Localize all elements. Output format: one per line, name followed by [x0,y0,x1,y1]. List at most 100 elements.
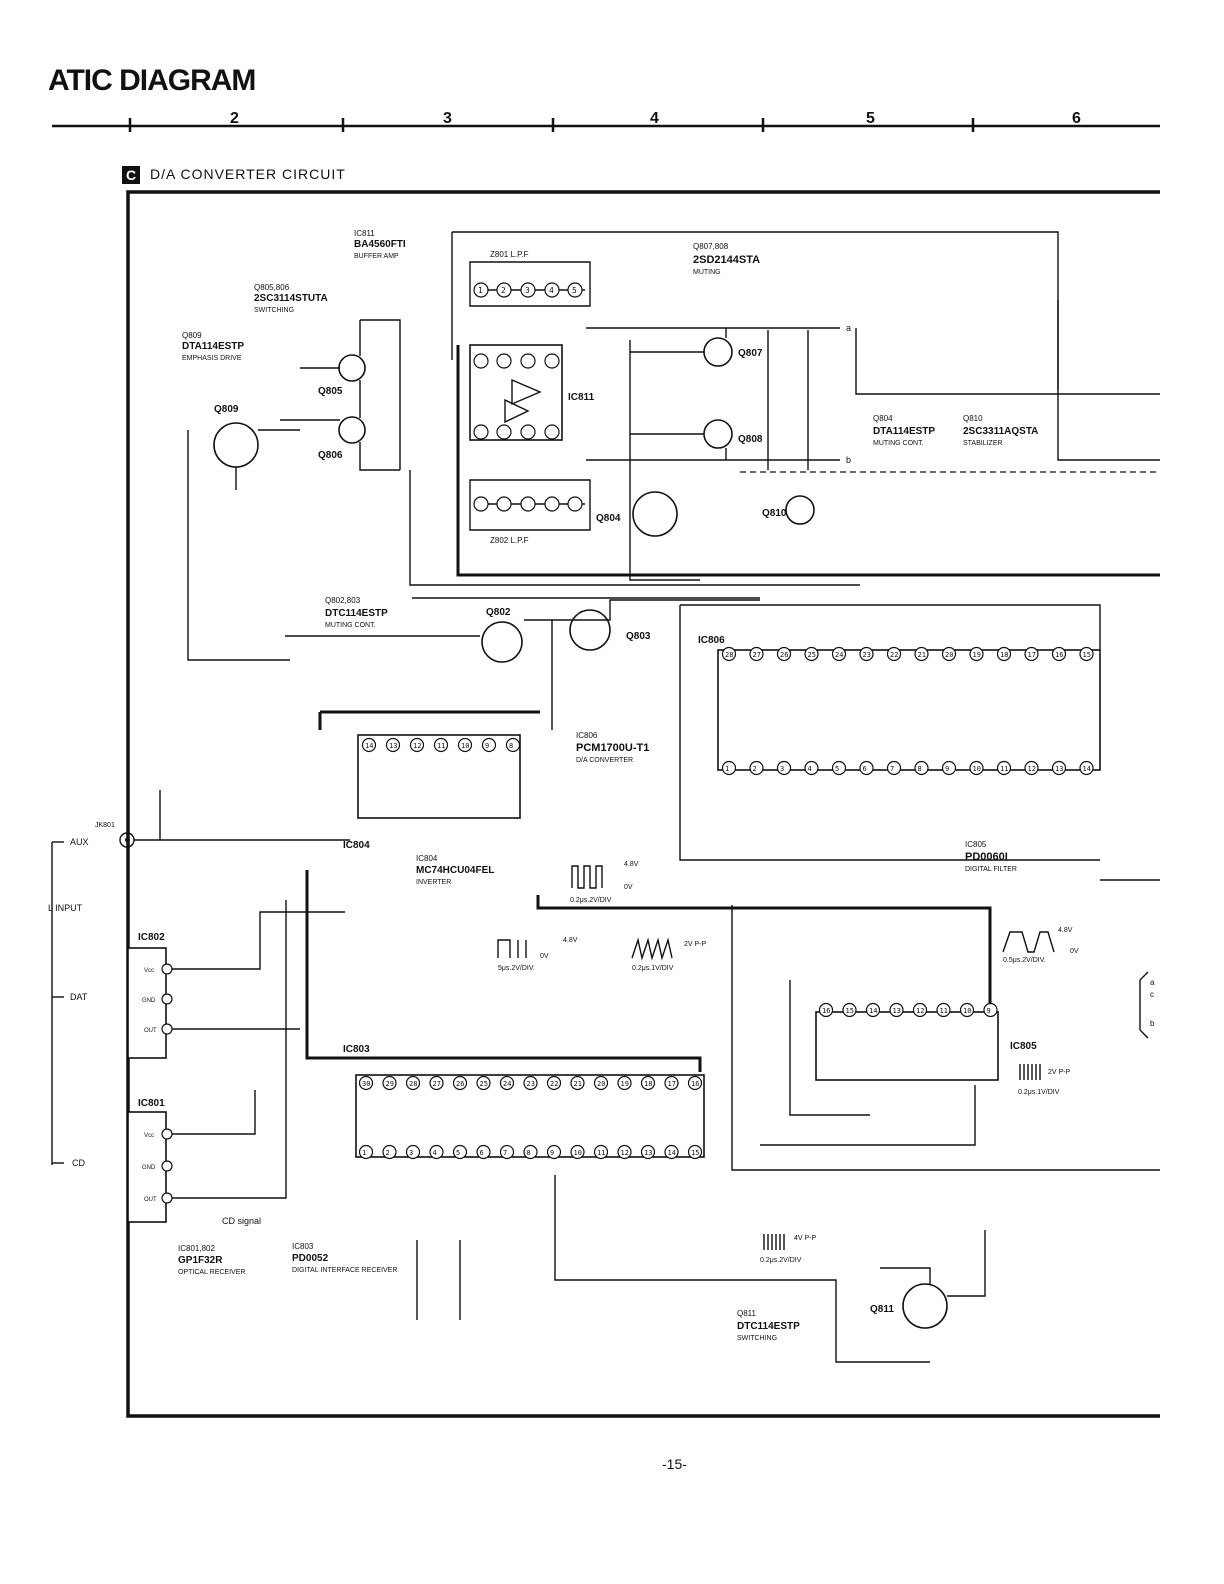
ic-pin [405,1144,421,1160]
q804-part: DTA114ESTP [873,426,935,437]
ic-pin-number: 9 [945,765,949,773]
bottom-component-info: IC801,802 GP1F32R OPTICAL RECEIVER IC803… [178,1242,397,1276]
q807-part: 2SD2144STA [693,254,760,266]
ic802-out-label: OUT [144,1028,157,1034]
ic-pin-number: 10 [973,765,981,773]
waveform-4-amplitude: 4.8V [1058,927,1073,934]
ic806-label: IC806 [698,635,725,646]
ic-pin [859,760,874,776]
ic-pin-number: 20 [597,1080,605,1088]
dat-label: DAT [70,992,88,1002]
svg-text:b: b [846,455,851,465]
ic-pin-number: 28 [725,651,733,659]
q804-symbol [632,491,678,537]
ic805-part: PD0060I [965,851,1008,863]
ic-pin-number: 27 [753,651,761,659]
q807-ref: Q807,808 [693,242,729,251]
ic-pin [405,1075,421,1091]
ic-pin-number: 22 [890,651,898,659]
ic-pin-number: 24 [835,651,843,659]
section-badge: C [122,166,140,184]
ic-pin [859,646,874,662]
ic-pin [886,646,902,662]
ic-pin [941,760,957,776]
ic-pin-number: 10 [461,742,469,750]
ic-pin-number: 8 [527,1149,531,1157]
ic-pin [1024,760,1039,776]
ic801-part: GP1F32R [178,1255,223,1266]
q802-803: Q802,803 DTC114ESTP MUTING CONT. Q802 Q8… [285,596,760,730]
ic-pin-number: 13 [893,1007,901,1015]
ic-pin-number: 29 [386,1080,394,1088]
waveform-4: 4.8V 0V 0.5μs.2V/DIV. [1002,927,1079,964]
aux-label: AUX [70,837,89,847]
q807-desc: MUTING [693,269,721,276]
cd-signal-label: CD signal [222,1216,261,1226]
ic-pin [358,1144,374,1160]
ic802-vcc-label: Vcc [144,968,154,974]
ic806-desc: D/A CONVERTER [576,757,633,764]
z802-label: Z802 L.P.F [490,536,529,545]
ic-pin [831,646,847,662]
ic-pin-number: 9 [485,742,489,750]
jk801-aux-input: JK801 AUX L INPUT DAT CD [48,790,350,1168]
ic-pin [889,1002,904,1018]
right-bracket [1139,971,1149,1039]
waveform-5-amplitude: 2V P-P [1048,1069,1071,1076]
ic-pin [570,1144,585,1160]
ic-pin-number: 19 [621,1080,629,1088]
q811-desc: SWITCHING [737,1335,777,1342]
waveform-1-timebase: 0.2μs.2V/DIV [570,897,612,904]
z802-filter: Z802 L.P.F [469,479,591,545]
ic-pin-number: 15 [846,1007,854,1015]
svg-text:5: 5 [572,286,577,295]
ic-pin-number: 24 [503,1080,511,1088]
waveform-1-base: 0V [624,884,633,891]
ic-pin [1079,646,1094,662]
jk801-label: JK801 [95,822,115,829]
ic-pin [361,737,377,753]
ic-pin [842,1002,857,1018]
ic-pin [969,760,984,776]
waveform-4-timebase: 0.5μs.2V/DIV. [1003,957,1046,964]
ic811-chip: IC811 BA4560FTI BUFFER AMP IC811 [354,229,595,441]
ic802-label: IC802 [138,932,165,943]
ic802-receiver: IC802 Vcc GND OUT [127,911,345,1059]
ic-pin-number: 1 [725,765,729,773]
waveform-6: 4V P-P 0.2μs.2V/DIV [760,1234,817,1264]
ic-pin [499,1144,515,1160]
svg-text:4: 4 [549,286,554,295]
ic-pin [523,1075,538,1091]
ic-pin [941,646,957,662]
ic-pin-number: 25 [480,1080,488,1088]
ic804-label: IC804 [343,840,370,851]
ic801-label: IC801 [138,1098,165,1109]
ic803-part: PD0052 [292,1253,329,1264]
ic-pin [831,760,847,776]
ic-pin-number: 16 [822,1007,830,1015]
svg-text:1: 1 [478,286,483,295]
q810-desc: STABILIZER [963,440,1003,447]
ic-pin-number: 17 [1028,651,1036,659]
ic-pin-number: 18 [644,1080,652,1088]
page-number: -15- [662,1456,687,1472]
ic-pin-number: 15 [691,1149,699,1157]
ic-pin [476,1075,491,1091]
q809-label: Q809 [214,404,239,415]
waveform-2: 4.8V 0V 5μs.2V/DIV. [497,937,578,972]
q810-part: 2SC3311AQSTA [963,426,1038,437]
ic-pin [749,646,764,662]
ic801-ref: IC801,802 [178,1244,215,1253]
ic-pin [721,760,737,776]
q802-ref: Q802,803 [325,596,361,605]
ic-pin-number: 13 [644,1149,652,1157]
ic-pin-number: 20 [945,651,953,659]
ic-pin [409,737,425,753]
ic-pin-number: 3 [780,765,784,773]
ic-pin [687,1075,703,1091]
ic-pin [776,646,792,662]
q809: Q809 DTA114ESTP EMPHASIS DRIVE Q809 [182,331,300,661]
ic-pin-number: 13 [389,742,397,750]
